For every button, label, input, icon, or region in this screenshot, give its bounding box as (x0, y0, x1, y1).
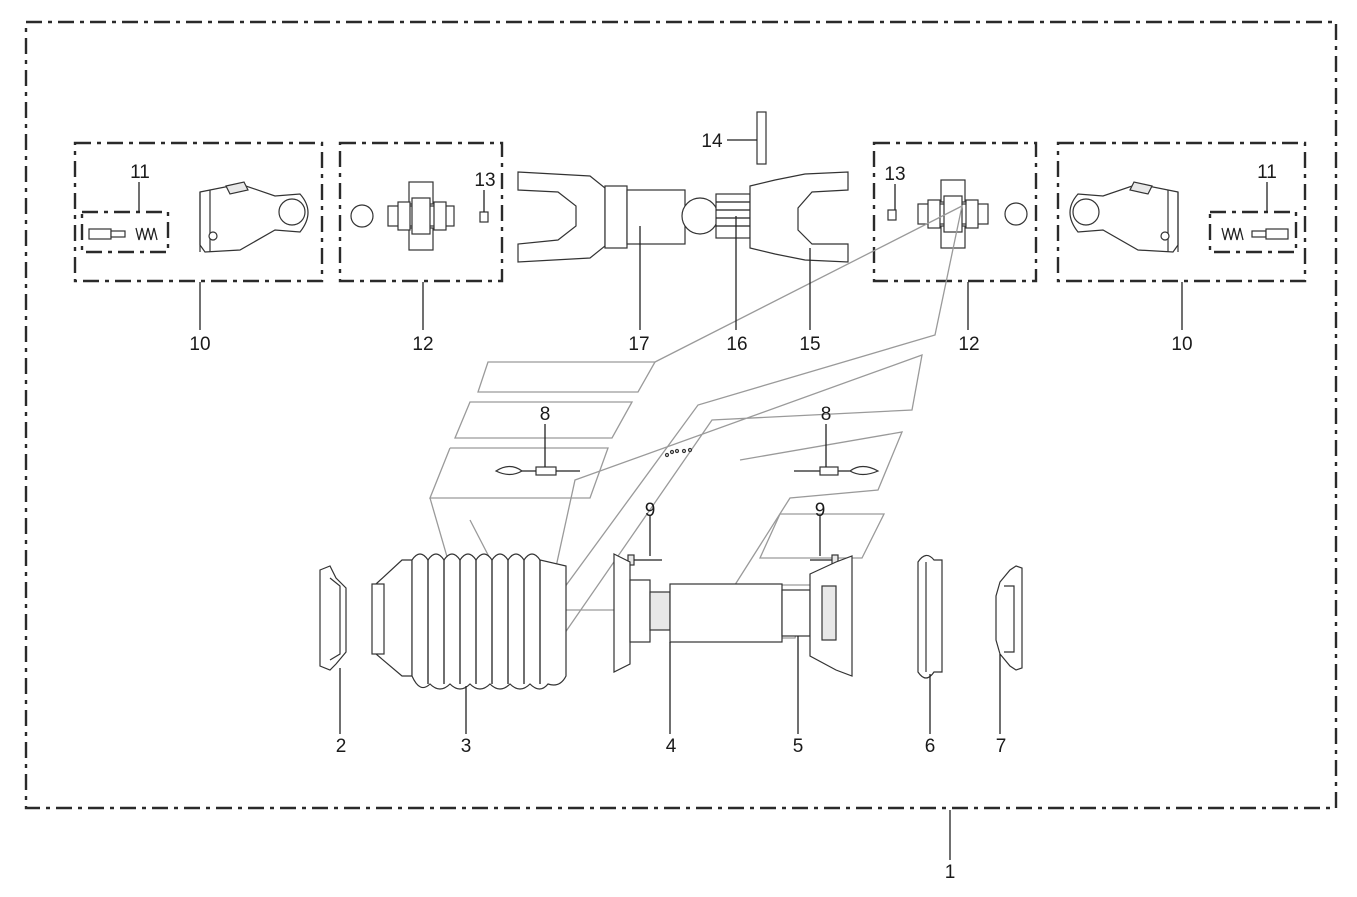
callout-17: 17 (628, 334, 649, 355)
group-box-12-right (872, 141, 1038, 283)
profile-tube-16 (681, 193, 751, 239)
callout-2: 2 (336, 736, 347, 757)
screw-left (627, 554, 662, 566)
group-box-11-left (80, 210, 170, 254)
guard-cap-2 (319, 565, 347, 671)
chain-clip-left (494, 465, 580, 476)
tube-yoke-17 (517, 171, 686, 263)
bellows-3 (371, 553, 567, 690)
callout-15: 15 (799, 334, 820, 355)
cross-kit-right (917, 179, 1028, 249)
callout-4: 4 (666, 736, 677, 757)
callout-9-right: 9 (815, 500, 826, 521)
guard-tube-5 (669, 555, 853, 677)
yoke-part-left (199, 181, 309, 253)
callout-13-left: 13 (474, 170, 495, 191)
callout-1: 1 (945, 862, 956, 883)
end-cap-7 (995, 565, 1023, 671)
lock-pin-spring-right (1221, 227, 1289, 241)
callout-9-left: 9 (645, 500, 656, 521)
callout-7: 7 (996, 736, 1007, 757)
callout-12-left: 12 (412, 334, 433, 355)
grease-nipple-right (887, 209, 897, 221)
leader-lines (138, 139, 1268, 860)
cross-kit-left (350, 181, 455, 251)
outer-yoke-15 (749, 171, 849, 263)
callout-5: 5 (793, 736, 804, 757)
chain-clip-right (794, 465, 880, 476)
callout-14: 14 (701, 131, 723, 152)
callout-16: 16 (726, 334, 747, 355)
callout-13-right: 13 (884, 164, 905, 185)
lock-pin-spring-left (88, 227, 158, 241)
group-box-12-left (338, 141, 504, 283)
spring-pin-14 (756, 111, 767, 165)
callout-11-left: 11 (130, 162, 150, 183)
bearing-ring-4 (613, 553, 671, 673)
callout-8-right: 8 (821, 404, 832, 425)
callout-6: 6 (925, 736, 936, 757)
callout-11-right: 11 (1257, 162, 1277, 183)
kit-boundary (24, 20, 1338, 810)
yoke-part-right (1069, 181, 1179, 253)
callout-12-right: 12 (958, 334, 979, 355)
callout-3: 3 (461, 736, 472, 757)
callout-10-right: 10 (1171, 334, 1192, 355)
seal-ring-6 (917, 554, 943, 679)
group-box-11-right (1208, 210, 1298, 254)
callout-8-left: 8 (540, 404, 551, 425)
small-chain-links (664, 447, 693, 458)
callout-10-left: 10 (189, 334, 210, 355)
grease-nipple-left (479, 211, 489, 223)
